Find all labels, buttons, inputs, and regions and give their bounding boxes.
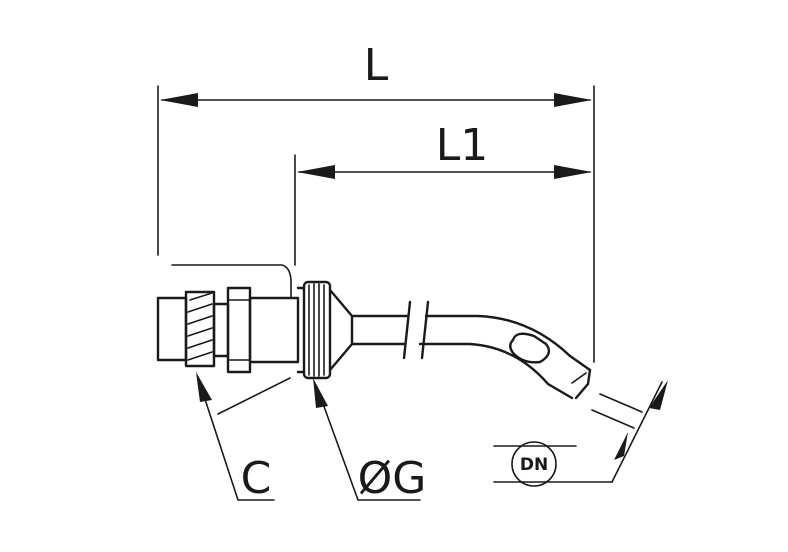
dimension-l: L <box>157 40 595 363</box>
og-arrow-icon <box>313 378 328 408</box>
body-outline-top <box>171 264 292 281</box>
label-dn: DN <box>520 455 548 475</box>
break-line-1 <box>402 300 412 360</box>
dn-arrow-bottom-icon <box>614 432 628 460</box>
dn-arrow-top-icon <box>649 380 668 410</box>
dimension-l1: L1 <box>294 120 592 266</box>
leader-c: C <box>196 372 291 504</box>
c-leader <box>199 383 275 501</box>
thread-lines <box>187 292 213 361</box>
break-line-2 <box>420 300 430 360</box>
fitting-body <box>156 264 592 400</box>
inlet-spigot <box>156 296 188 362</box>
knurl-lines <box>308 283 325 377</box>
dn-leader <box>611 381 663 483</box>
c-arrow-icon <box>196 372 212 402</box>
arrow-left-icon <box>160 93 198 107</box>
taper <box>328 288 354 372</box>
label-c: C <box>241 453 272 504</box>
arrow-right-icon <box>554 93 592 107</box>
arrow-left-l1-icon <box>297 165 335 179</box>
bent-tube-bottom <box>418 342 574 400</box>
label-l1: L1 <box>436 120 489 171</box>
collar <box>212 302 230 358</box>
label-og: ØG <box>358 453 427 504</box>
dimension-dn: DN <box>493 380 668 487</box>
leader-og: ØG <box>313 378 426 504</box>
arrow-right-l1-icon <box>554 165 592 179</box>
knurled-ring <box>302 280 332 380</box>
dn-symbol-circle <box>511 441 557 487</box>
oval-slot <box>509 332 551 364</box>
bent-tube-top <box>424 314 592 372</box>
shank <box>248 296 300 364</box>
og-leader <box>317 389 421 501</box>
label-l: L <box>364 40 389 91</box>
tube-tip <box>574 368 592 400</box>
